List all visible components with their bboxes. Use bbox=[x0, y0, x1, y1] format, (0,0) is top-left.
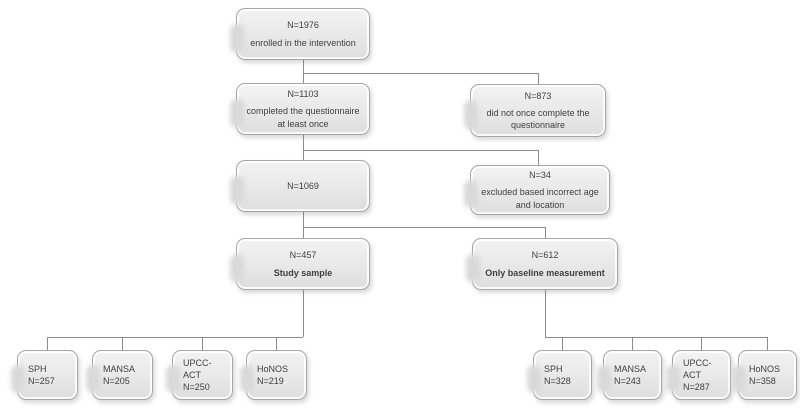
measure-name: HoNOS bbox=[749, 363, 781, 374]
node-count: N=457 bbox=[289, 250, 317, 261]
connector-line bbox=[303, 227, 545, 228]
measure-name: SPH bbox=[544, 363, 563, 374]
measure-name: MANSA bbox=[614, 363, 647, 374]
connector-line bbox=[303, 290, 304, 337]
node-label: Study sample bbox=[273, 267, 333, 278]
node-count: N=1976 bbox=[287, 20, 319, 31]
measure-name: SPH bbox=[28, 363, 47, 374]
connector-line bbox=[303, 212, 304, 238]
measure-name: MANSA bbox=[103, 363, 136, 374]
connector-line bbox=[303, 135, 304, 160]
connector-line bbox=[538, 73, 539, 84]
node-label: did not once complete the questionnaire bbox=[486, 107, 590, 131]
connector-line bbox=[303, 150, 538, 151]
flow-node-baseline-upcc-act: UPCC-ACT N=287 bbox=[672, 350, 731, 400]
connector-line bbox=[545, 337, 767, 338]
measure-count: N=250 bbox=[183, 382, 210, 393]
connector-line bbox=[701, 337, 702, 350]
connector-line bbox=[122, 337, 123, 350]
flow-node-excluded: N=34 excluded based incorrect age and lo… bbox=[470, 165, 610, 215]
flow-node-baseline-sph: SPH N=328 bbox=[533, 350, 592, 400]
measure-count: N=287 bbox=[683, 382, 710, 393]
measure-name: HoNOS bbox=[257, 363, 289, 374]
flow-node-completed-questionnaire: N=1103 completed the questionnaire at le… bbox=[236, 83, 370, 135]
flow-node-enrolled: N=1976 enrolled in the intervention bbox=[236, 8, 370, 60]
node-label: excluded based incorrect age and locatio… bbox=[481, 187, 599, 210]
node-count: N=612 bbox=[531, 250, 559, 261]
connector-line bbox=[562, 337, 563, 350]
flow-node-not-completed-questionnaire: N=873 did not once complete the question… bbox=[470, 84, 606, 137]
flow-node-study-sph: SPH N=257 bbox=[17, 350, 78, 400]
flow-node-study-honos: HoNOS N=219 bbox=[246, 350, 307, 400]
connector-line bbox=[47, 337, 303, 338]
connector-line bbox=[545, 290, 546, 337]
flow-node-baseline-mansa: MANSA N=243 bbox=[603, 350, 662, 400]
flow-node-baseline-only: N=612 Only baseline measurement bbox=[472, 238, 618, 290]
node-count: N=873 bbox=[524, 90, 552, 101]
flow-node-study-sample: N=457 Study sample bbox=[236, 238, 370, 290]
flow-node-study-mansa: MANSA N=205 bbox=[92, 350, 153, 400]
connector-line bbox=[202, 337, 203, 350]
node-count: N=1069 bbox=[287, 180, 319, 191]
connector-line bbox=[545, 227, 546, 238]
node-label: completed the questionnaire at least onc… bbox=[246, 106, 360, 129]
measure-name: UPCC-ACT bbox=[683, 357, 712, 380]
flow-node-baseline-honos: HoNOS N=358 bbox=[738, 350, 797, 400]
measure-count: N=328 bbox=[544, 376, 571, 386]
node-count: N=1103 bbox=[287, 89, 319, 100]
measure-count: N=358 bbox=[749, 376, 776, 386]
measure-count: N=257 bbox=[28, 376, 55, 386]
connector-line bbox=[538, 150, 539, 165]
connector-line bbox=[767, 337, 768, 350]
measure-count: N=205 bbox=[103, 376, 130, 386]
measure-name: UPCC-ACT bbox=[183, 357, 212, 380]
flow-node-after-exclusion: N=1069 bbox=[236, 160, 370, 212]
connector-line bbox=[276, 337, 277, 350]
node-count: N=34 bbox=[529, 170, 551, 181]
connector-line bbox=[47, 337, 48, 350]
connector-line bbox=[303, 73, 538, 74]
node-label: Only baseline measurement bbox=[485, 267, 605, 278]
node-label: enrolled in the intervention bbox=[250, 37, 356, 48]
flow-node-study-upcc-act: UPCC-ACT N=250 bbox=[172, 350, 233, 400]
measure-count: N=243 bbox=[614, 376, 641, 386]
measure-count: N=219 bbox=[257, 376, 284, 386]
connector-line bbox=[303, 60, 304, 83]
connector-line bbox=[632, 337, 633, 350]
